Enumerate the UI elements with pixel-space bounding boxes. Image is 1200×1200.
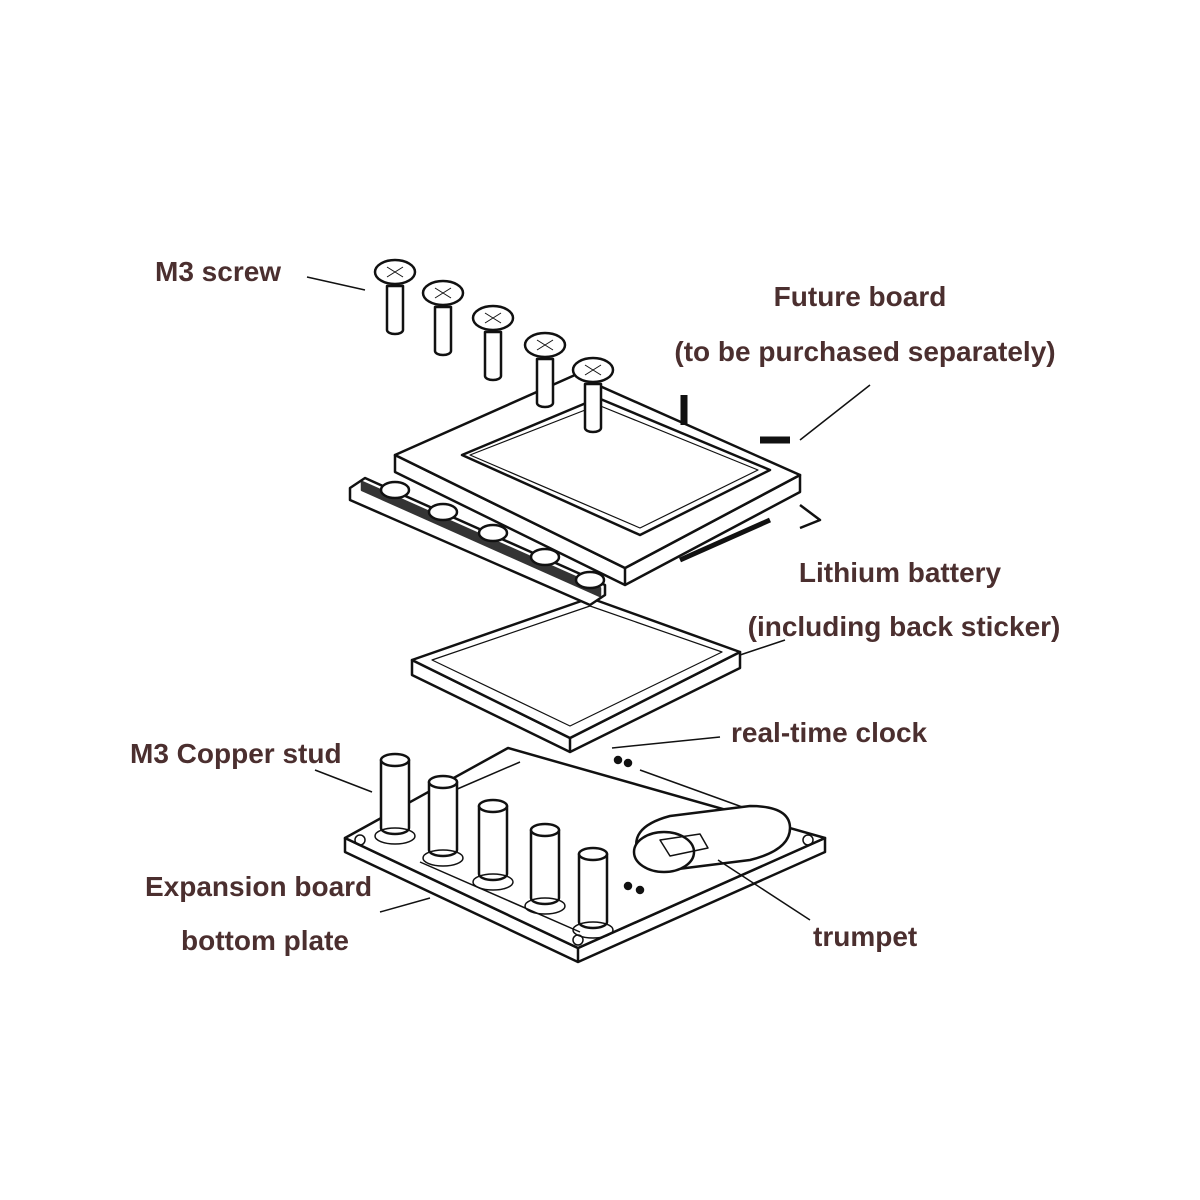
label-future-board-note: (to be purchased separately)	[674, 336, 1056, 367]
lithium-battery	[410, 596, 742, 754]
m3-screws	[373, 258, 615, 434]
copper-stud	[472, 798, 514, 891]
label-expansion-board: Expansion board	[145, 871, 373, 902]
m3-screw	[523, 331, 567, 409]
label-expansion-board-2: bottom plate	[181, 925, 349, 956]
future-board	[393, 373, 822, 587]
pin-pad	[477, 523, 509, 543]
m3-screw	[571, 356, 615, 434]
label-m3-screw: M3 screw	[155, 256, 282, 287]
pin-pad	[529, 547, 561, 567]
label-copper-stud: M3 Copper stud	[130, 738, 342, 769]
label-lithium-battery: Lithium battery	[798, 557, 1002, 588]
copper-stud	[374, 752, 416, 845]
copper-stud	[572, 846, 614, 939]
trumpet-speaker	[632, 804, 792, 874]
future-board-pcb-edge	[348, 476, 607, 607]
leader-lines	[306, 276, 871, 921]
m3-screw	[373, 258, 417, 336]
copper-studs	[374, 752, 614, 939]
label-trumpet: trumpet	[813, 921, 918, 952]
m3-screw	[471, 304, 515, 382]
m3-screw	[421, 279, 465, 357]
pin-pad	[379, 480, 411, 500]
label-future-board: Future board	[773, 281, 947, 312]
pin-pad	[427, 502, 459, 522]
copper-stud	[422, 774, 464, 867]
pin-pad	[574, 570, 606, 590]
label-real-time-clock: real-time clock	[731, 717, 928, 748]
label-lithium-battery-note: (including back sticker)	[747, 611, 1061, 642]
copper-stud	[524, 822, 566, 915]
